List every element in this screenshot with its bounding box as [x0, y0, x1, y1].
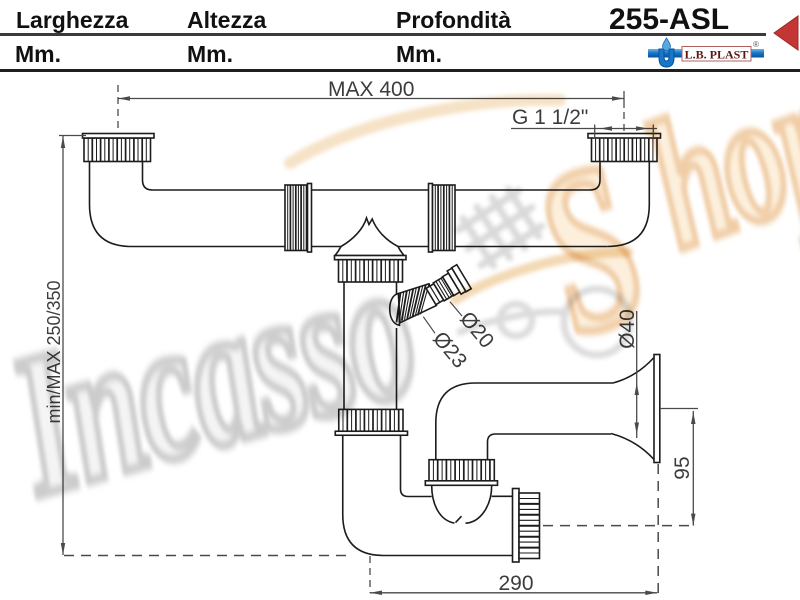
svg-text:MAX 400: MAX 400 [328, 78, 414, 101]
svg-text:®: ® [753, 40, 759, 49]
svg-text:290: 290 [498, 572, 533, 595]
svg-text:95: 95 [671, 456, 694, 479]
svg-text:min/MAX 250/350: min/MAX 250/350 [44, 280, 64, 423]
svg-text:G 1 1/2": G 1 1/2" [512, 106, 588, 129]
svg-text:L.B. PLAST: L.B. PLAST [685, 48, 749, 62]
